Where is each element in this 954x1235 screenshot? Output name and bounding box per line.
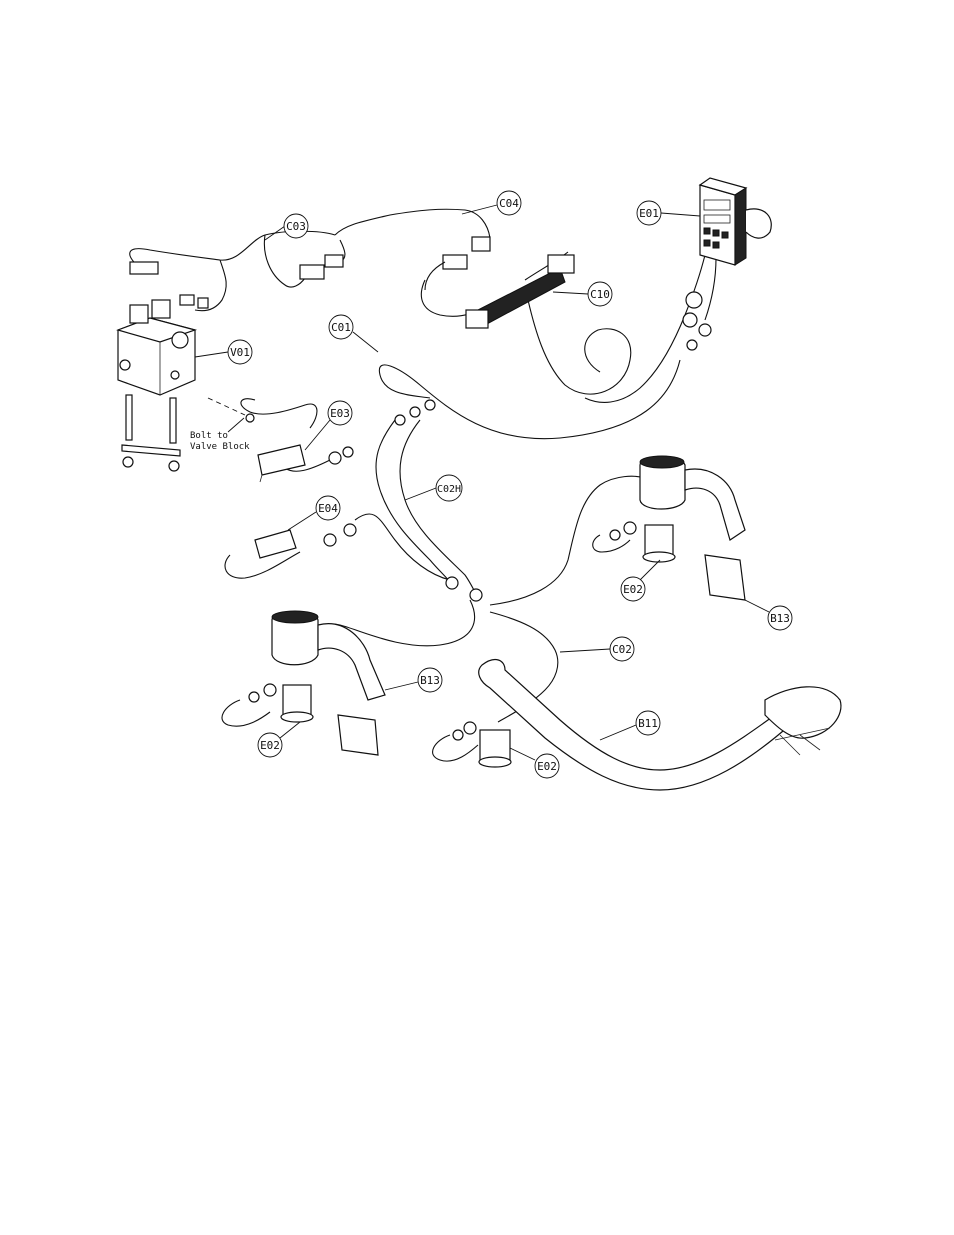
note-bolt-to-valve-block: Bolt to Valve Block xyxy=(190,418,250,452)
sensor-e04 xyxy=(255,524,356,558)
controller-e01 xyxy=(683,178,771,350)
note-line-2: Valve Block xyxy=(190,442,250,452)
junction-connectors xyxy=(446,577,482,601)
callout-c02: C02 xyxy=(560,637,634,661)
callout-b13-left: B13 xyxy=(385,668,442,692)
callout-b11: B11 xyxy=(600,711,660,740)
callout-e04-label: E04 xyxy=(318,502,338,515)
callout-c10: C10 xyxy=(553,282,612,306)
wire-c02h-b xyxy=(400,420,478,598)
callout-e01: E01 xyxy=(637,201,700,225)
callout-e02-center-label: E02 xyxy=(537,760,557,773)
callout-e03-label: E03 xyxy=(330,407,350,420)
wire-left-e02-lead xyxy=(222,700,270,726)
sensor-e03 xyxy=(208,398,435,482)
wire-c04 xyxy=(335,209,490,238)
callout-c01: C01 xyxy=(329,315,378,352)
callout-e01-label: E01 xyxy=(639,207,659,220)
callout-c04-label: C04 xyxy=(499,197,519,210)
callout-c10-label: C10 xyxy=(590,288,610,301)
callout-c02-label: C02 xyxy=(612,643,632,656)
callout-e02-left: E02 xyxy=(258,722,300,757)
callout-e04: E04 xyxy=(288,496,340,530)
callout-c04: C04 xyxy=(462,191,521,215)
callout-b13-right-label: B13 xyxy=(770,612,790,625)
callout-c01-label: C01 xyxy=(331,321,351,334)
callout-e02-center: E02 xyxy=(510,748,559,778)
wire-c01 xyxy=(379,360,680,439)
callout-e02-right-label: E02 xyxy=(623,583,643,596)
wire-e04-cable xyxy=(355,514,450,580)
callout-v01-label: V01 xyxy=(230,346,250,359)
wire-c10-loop xyxy=(528,300,631,394)
callout-c02h: C02H xyxy=(405,475,462,501)
callout-c03-label: C03 xyxy=(286,220,306,233)
wire-e01-aux xyxy=(705,258,716,320)
note-line-1: Bolt to xyxy=(190,431,228,441)
wire-c03 xyxy=(130,231,335,268)
callout-c02h-label: C02H xyxy=(437,484,461,495)
connector-c04 xyxy=(425,237,490,290)
wire-e03-loop xyxy=(241,399,317,428)
wire-c03-long xyxy=(264,235,305,287)
callout-v01: V01 xyxy=(195,340,252,364)
callout-b13-right: B13 xyxy=(745,600,792,630)
valve-block-v01 xyxy=(118,300,195,471)
connector-c10 xyxy=(466,255,574,328)
callout-c03: C03 xyxy=(265,214,308,240)
callout-e02-left-label: E02 xyxy=(260,739,280,752)
callout-e02-right: E02 xyxy=(621,560,660,601)
callout-b13-left-label: B13 xyxy=(420,674,440,687)
callout-b11-label: B11 xyxy=(638,717,658,730)
